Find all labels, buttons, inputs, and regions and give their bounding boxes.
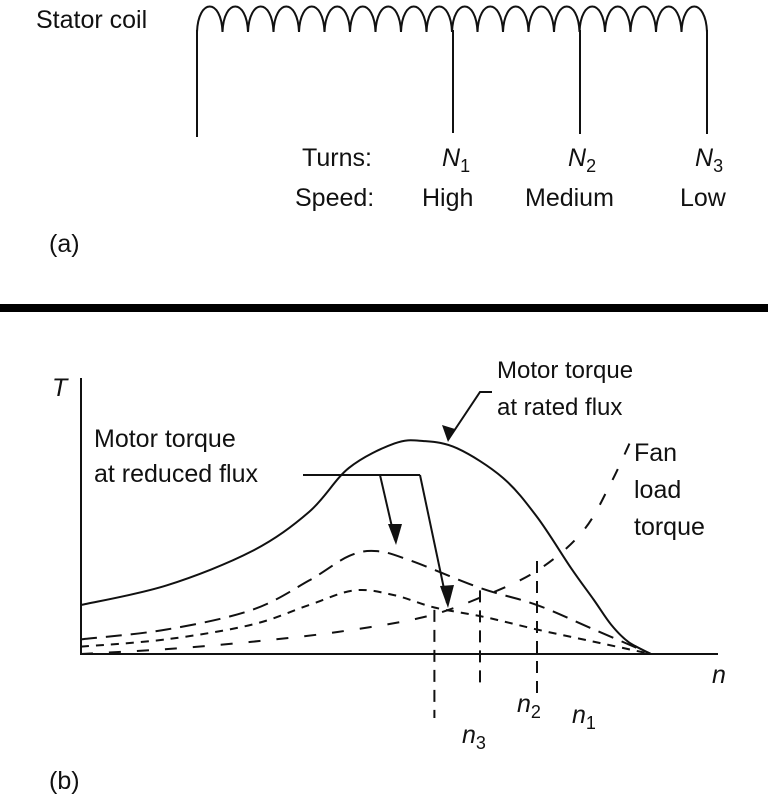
tap-n1-speed: High xyxy=(422,184,473,212)
speed-marker-n1-label: n1 xyxy=(572,701,596,733)
turns-row-label: Turns: xyxy=(302,144,372,172)
speed-row-label: Speed: xyxy=(295,184,374,212)
tap-n3: N3 Low xyxy=(680,144,727,212)
fan-annotation-line1: Fan xyxy=(634,439,677,467)
curves-group xyxy=(80,433,652,655)
x-axis-label: n xyxy=(712,661,726,689)
tap-n2-turns: N2 xyxy=(568,144,596,176)
curve-reduced-flux-low xyxy=(80,588,652,655)
speed-marker-n2-label: n2 xyxy=(517,690,541,722)
panel-b-tag: (b) xyxy=(49,767,80,795)
speed-markers-group xyxy=(433,560,538,718)
rated-flux-leader xyxy=(447,391,492,441)
tap-n2-speed: Medium xyxy=(525,184,614,212)
tap-n2: N2 Medium xyxy=(525,144,614,212)
reduced-flux-annotation-line2: at reduced flux xyxy=(94,460,258,488)
rated-flux-annotation-line2: at rated flux xyxy=(497,394,622,421)
y-axis-label: T xyxy=(52,374,69,402)
fan-annotation-line2: load xyxy=(634,476,681,504)
curve-reduced-flux-medium xyxy=(80,549,652,655)
reduced-flux-arrowhead-b xyxy=(440,585,454,608)
curve-fan-load xyxy=(80,433,635,655)
tap-n3-speed: Low xyxy=(680,184,727,212)
reduced-flux-leader-b xyxy=(419,474,448,604)
panel-divider xyxy=(0,304,768,312)
stator-coil-label: Stator coil xyxy=(36,6,147,34)
panel-a-tag: (a) xyxy=(49,230,80,258)
stator-coil-winding xyxy=(196,5,708,33)
reduced-flux-annotation-line1: Motor torque xyxy=(94,425,236,453)
tap-n1-turns: N1 xyxy=(442,144,470,176)
rated-flux-arrowhead xyxy=(442,425,455,442)
fan-annotation-line3: torque xyxy=(634,513,705,541)
reduced-flux-arrowhead-a xyxy=(388,524,402,545)
curve-rated-flux xyxy=(80,439,652,655)
rated-flux-annotation-line1: Motor torque xyxy=(497,357,633,384)
tap-n1: N1 High xyxy=(422,144,473,212)
speed-marker-n3-label: n3 xyxy=(462,721,486,753)
tap-n3-turns: N3 xyxy=(695,144,723,176)
